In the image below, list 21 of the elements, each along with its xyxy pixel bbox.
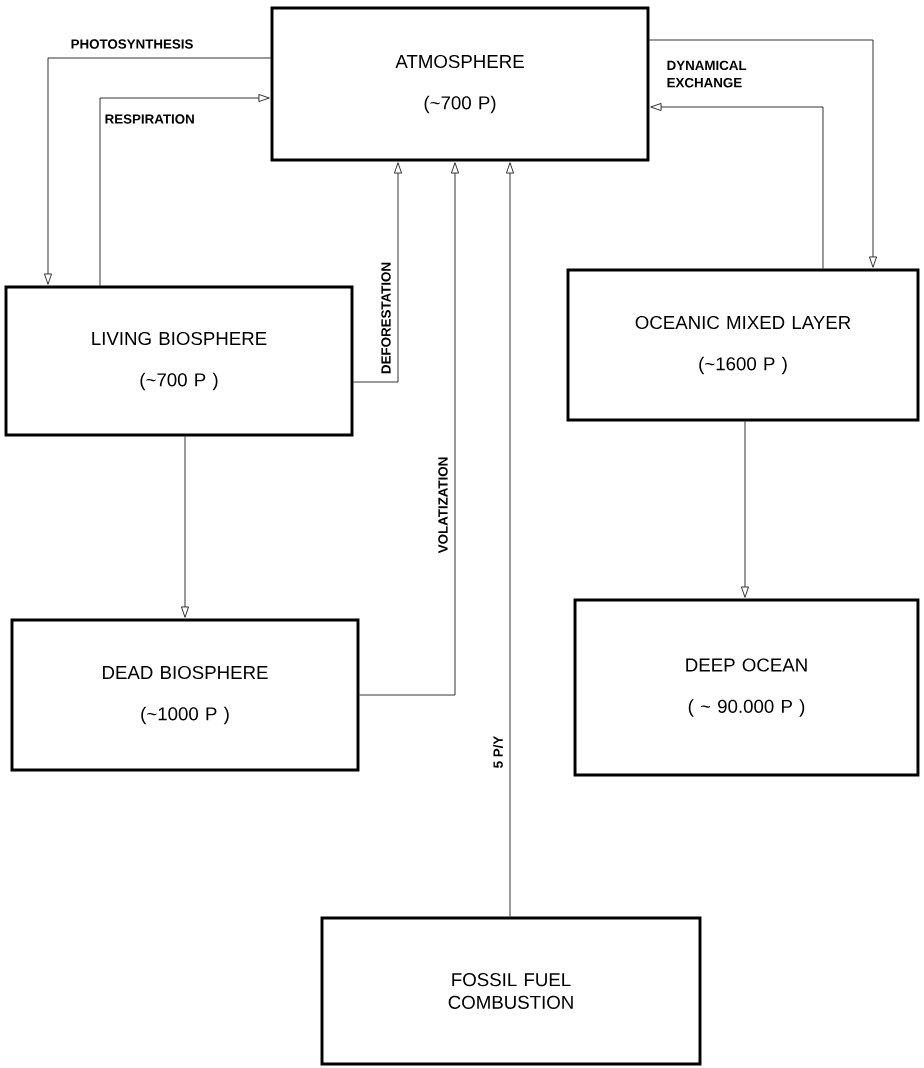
edge-label: PHOTOSYNTHESIS <box>69 37 195 51</box>
arrow <box>649 39 877 268</box>
edge-label: DYNAMICAL EXCHANGE <box>665 59 751 89</box>
edge-label: DEFORESTATION <box>379 260 393 376</box>
arrow <box>506 162 514 917</box>
arrow <box>359 162 459 696</box>
process-box: OCEANIC MIXED LAYER (~1600 P ) <box>566 268 920 422</box>
arrow <box>99 94 270 286</box>
process-box: DEAD BIOSPHERE (~1000 P ) <box>10 618 360 772</box>
process-box: ATMOSPHERE (~700 P) <box>270 6 650 162</box>
edge-label: VOLATIZATION <box>436 455 450 555</box>
process-box: DEEP OCEAN ( ~ 90.000 P ) <box>573 598 920 777</box>
arrow <box>741 421 749 598</box>
arrow <box>44 57 271 285</box>
edge-label: RESPIRATION <box>103 112 197 126</box>
edge-label: 5 P/Y <box>491 734 505 770</box>
arrow <box>650 103 824 269</box>
arrow <box>353 162 402 383</box>
process-box: FOSSIL FUEL COMBUSTION <box>320 916 702 1066</box>
process-box: LIVING BIOSPHERE (~700 P ) <box>4 285 354 437</box>
arrow <box>181 436 189 618</box>
